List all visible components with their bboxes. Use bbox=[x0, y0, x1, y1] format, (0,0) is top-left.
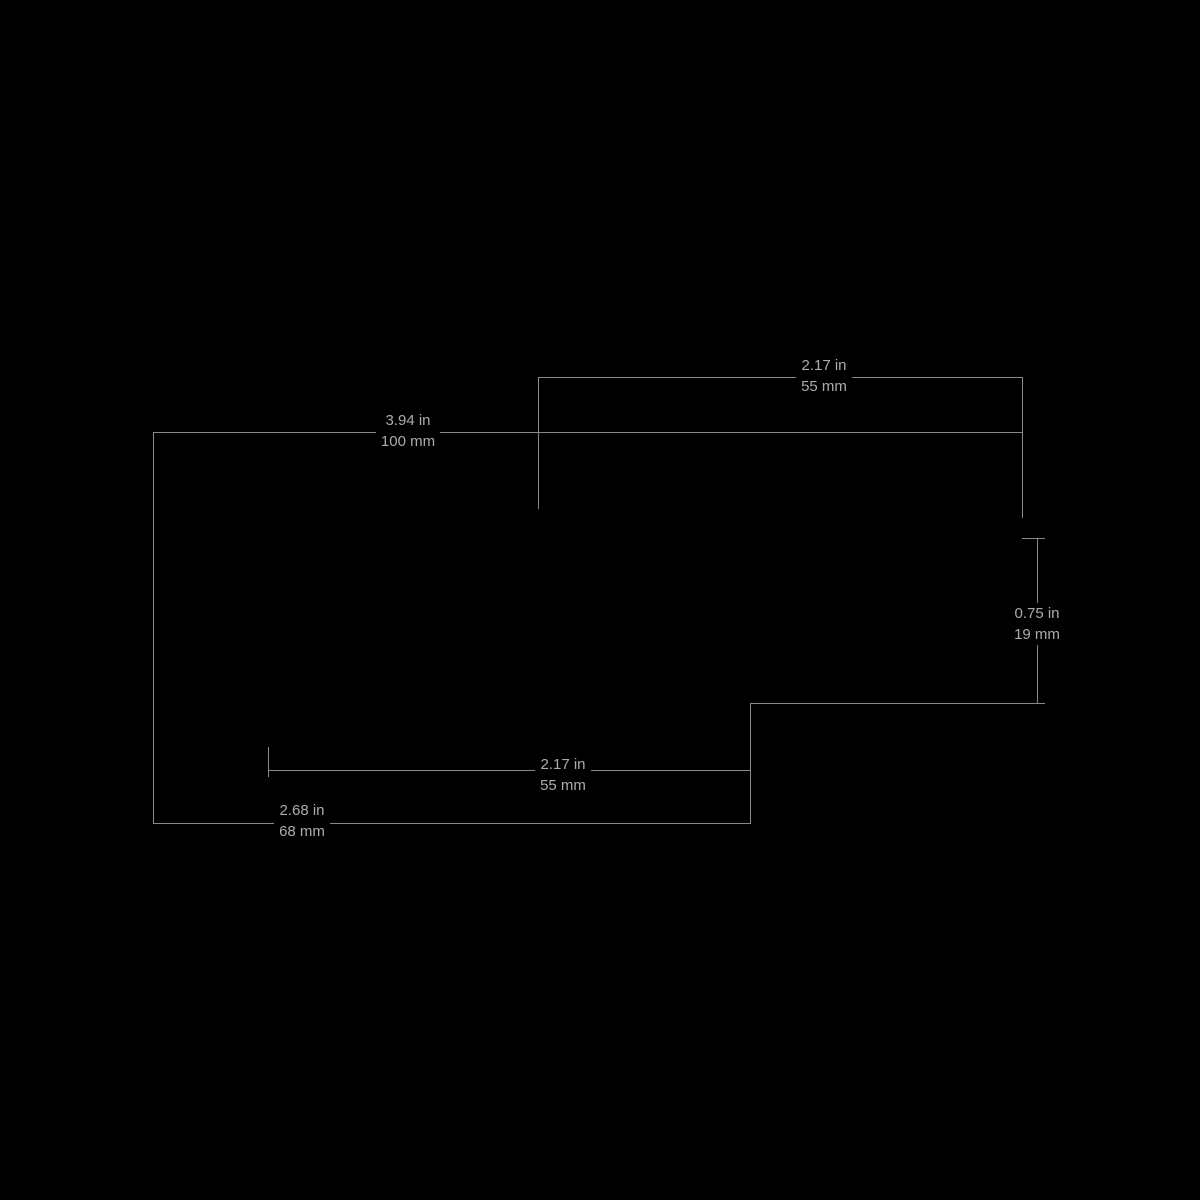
dim-label-top-right-width: 2.17 in 55 mm bbox=[796, 355, 852, 397]
dim-label-overall-width: 3.94 in 100 mm bbox=[375, 410, 441, 452]
ext-line-right-height-top bbox=[1022, 538, 1045, 539]
dimension-value-inches: 3.94 in bbox=[385, 412, 431, 429]
dim-label-right-height: 0.75 in 19 mm bbox=[1009, 603, 1065, 645]
ext-line-top-width-right bbox=[1022, 377, 1023, 518]
dimension-value-mm: 55 mm bbox=[540, 777, 586, 794]
dimension-value-inches: 2.17 in bbox=[540, 756, 586, 773]
dim-label-bottom-left-width: 2.68 in 68 mm bbox=[274, 800, 330, 842]
dimension-value-mm: 100 mm bbox=[380, 433, 436, 450]
dim-line-top-width bbox=[538, 377, 1022, 378]
dimension-value-inches: 2.17 in bbox=[801, 357, 847, 374]
ext-line-left-edge bbox=[153, 432, 154, 824]
ext-line-bottom-slot-left bbox=[268, 747, 269, 777]
dimension-value-inches: 0.75 in bbox=[1014, 605, 1060, 622]
dim-line-overall-width bbox=[153, 432, 1022, 433]
dimension-value-mm: 19 mm bbox=[1014, 626, 1060, 643]
dim-line-bottom-left-width bbox=[153, 823, 750, 824]
ext-line-bottom-right-edge bbox=[750, 703, 751, 824]
dim-line-bottom-slot-width bbox=[268, 770, 750, 771]
dimension-value-mm: 55 mm bbox=[801, 378, 847, 395]
dimension-value-mm: 68 mm bbox=[279, 823, 325, 840]
dim-label-bottom-slot-width: 2.17 in 55 mm bbox=[535, 754, 591, 796]
ext-line-right-height-bottom bbox=[750, 703, 1045, 704]
ext-line-top-width-left bbox=[538, 377, 539, 509]
dimension-value-inches: 2.68 in bbox=[279, 802, 325, 819]
